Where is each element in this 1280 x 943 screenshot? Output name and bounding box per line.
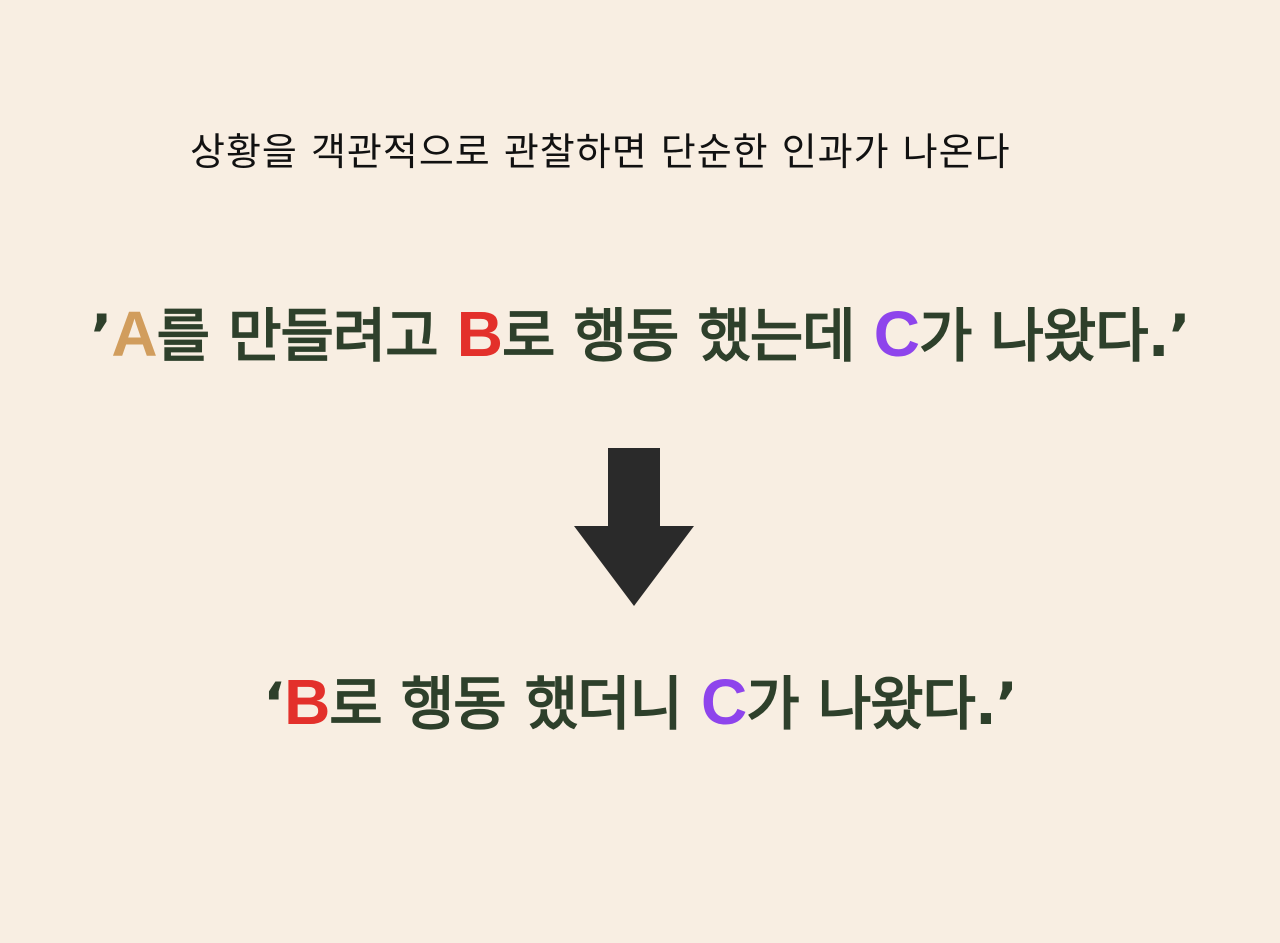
before-segment-1: 를 만들려고 [156,302,457,370]
variable-a: A [111,298,157,370]
after-segment-1: 로 행동 했더니 [329,670,702,738]
before-open-quote: ’ [90,302,112,370]
variable-b: B [284,666,330,738]
before-segment-3: 가 나왔다.’ [918,302,1191,370]
after-statement: ‘B로 행동 했더니 C가 나왔다.’ [0,664,1280,742]
after-open-quote: ‘ [263,670,285,738]
after-segment-2: 가 나왔다.’ [746,670,1018,738]
before-statement: ’A를 만들려고 B로 행동 했는데 C가 나왔다.’ [0,296,1280,374]
variable-b: B [456,298,503,370]
variable-c: C [701,666,747,738]
subtitle: 상황을 객관적으로 관찰하면 단순한 인과가 나온다 [190,130,1011,174]
before-segment-2: 로 행동 했는데 [502,302,874,370]
variable-c: C [873,298,920,370]
down-arrow-icon [574,448,694,606]
